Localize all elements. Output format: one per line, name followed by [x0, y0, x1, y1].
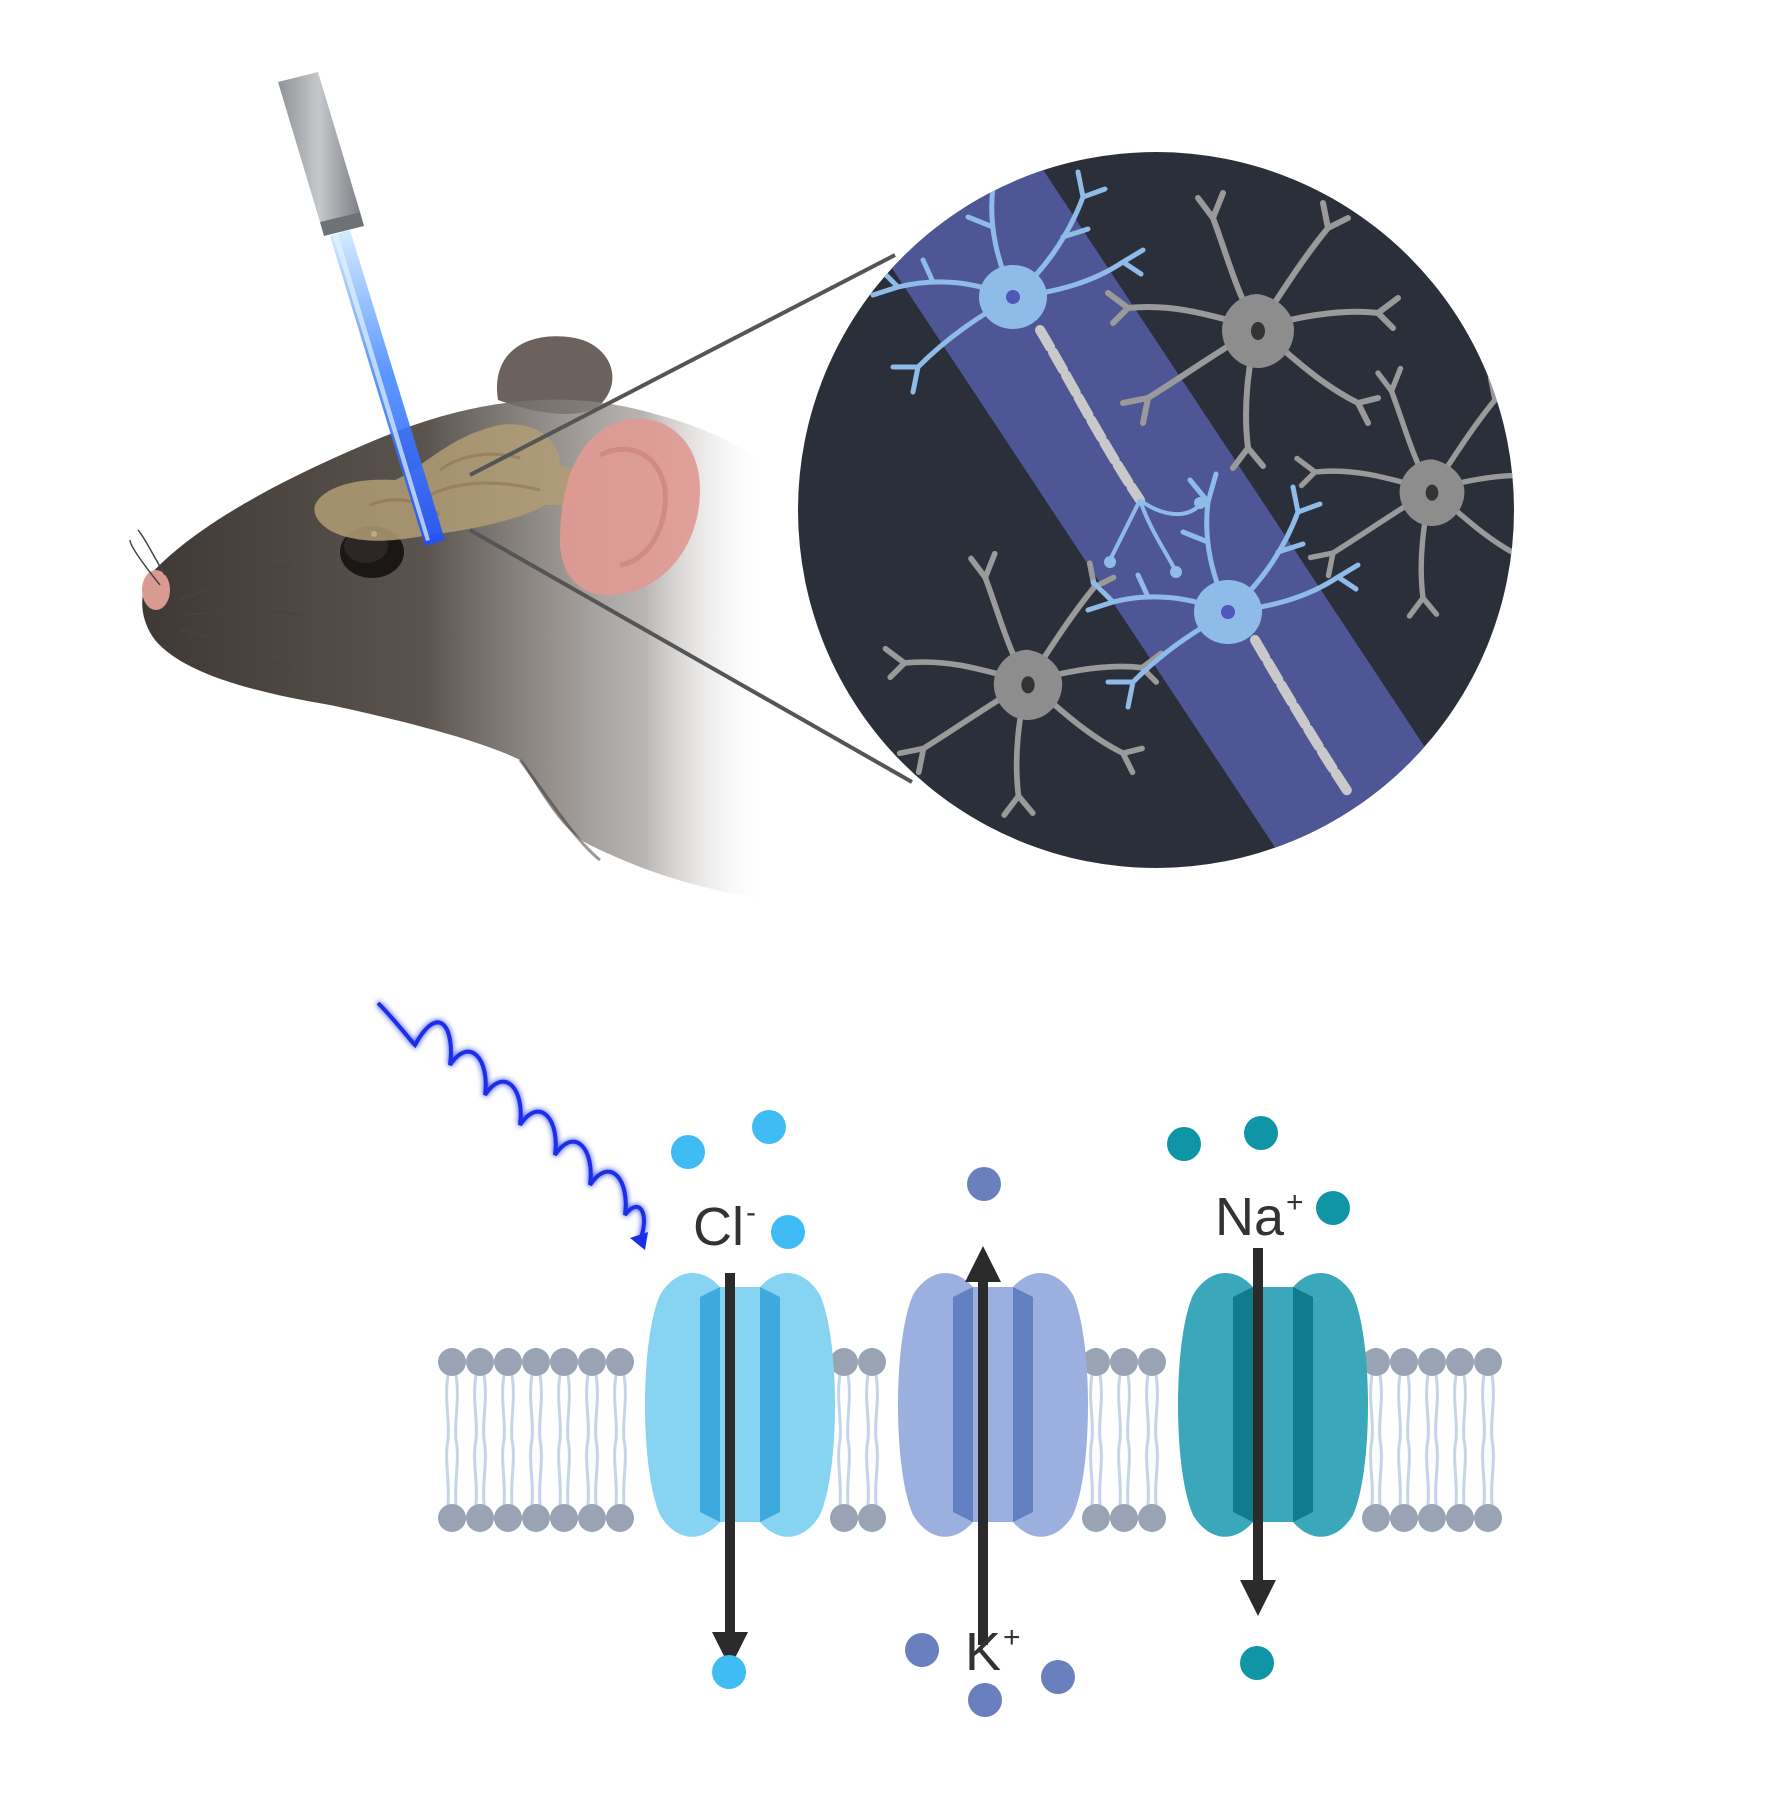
lipid-head — [466, 1348, 494, 1376]
chloride-label-charge: - — [746, 1196, 756, 1229]
lipid-head — [522, 1348, 550, 1376]
lipid-head — [858, 1504, 886, 1532]
chloride-ions — [671, 1110, 805, 1689]
axon — [1035, 325, 1355, 800]
sodium-label: Na+ — [1215, 1187, 1304, 1247]
lipid-head — [1474, 1348, 1502, 1376]
mouse-head-icon — [129, 336, 770, 900]
lipid-tail — [473, 1374, 487, 1506]
lipid-head — [550, 1348, 578, 1376]
zoom-line-bottom — [469, 528, 913, 784]
potassium-ions — [905, 1167, 1075, 1717]
lipid-head — [494, 1504, 522, 1532]
chloride-influx-arrow — [712, 1273, 748, 1668]
lipid-head — [606, 1504, 634, 1532]
lipid-head — [1446, 1348, 1474, 1376]
lipid-head — [550, 1504, 578, 1532]
light-wave-icon — [376, 1001, 646, 1241]
potassium-efflux-arrow — [965, 1246, 1001, 1645]
lipid-tail — [1117, 1374, 1131, 1506]
lipid-head — [578, 1504, 606, 1532]
potassium-label-base: K — [965, 1622, 1002, 1682]
sodium-label-charge: + — [1286, 1186, 1304, 1219]
lipid-tail — [557, 1374, 571, 1506]
potassium-label: K+ — [965, 1622, 1021, 1682]
lipid-head — [858, 1348, 886, 1376]
potassium-channel — [898, 1273, 1088, 1537]
lipid-head — [1110, 1348, 1138, 1376]
chloride-label-base: Cl — [693, 1197, 744, 1257]
lipid-head — [578, 1348, 606, 1376]
lipid-head — [494, 1348, 522, 1376]
lipid-tail — [865, 1374, 879, 1506]
lipid-head — [1390, 1504, 1418, 1532]
lipid-head — [830, 1504, 858, 1532]
lipid-head — [438, 1504, 466, 1532]
lipid-head — [830, 1348, 858, 1376]
lipid-head — [1390, 1348, 1418, 1376]
chloride-label: Cl- — [693, 1197, 756, 1257]
chloride-channel — [645, 1273, 835, 1537]
sodium-influx-arrow — [1240, 1248, 1276, 1616]
optical-fiber-icon — [278, 72, 445, 546]
sodium-ions — [1167, 1116, 1350, 1680]
lipid-tail — [529, 1374, 543, 1506]
lipid-tail — [1425, 1374, 1439, 1506]
lipid-head — [1418, 1348, 1446, 1376]
lipid-tail — [1089, 1374, 1103, 1506]
lipid-head — [1362, 1348, 1390, 1376]
lipid-tail — [613, 1374, 627, 1506]
lipid-tail — [585, 1374, 599, 1506]
lipid-head — [466, 1504, 494, 1532]
brain-tissue-inset — [798, 152, 1514, 868]
lipid-head — [438, 1348, 466, 1376]
lipid-tail — [1481, 1374, 1495, 1506]
lipid-tail — [837, 1374, 851, 1506]
ear-icon — [560, 418, 700, 596]
lipid-head — [1446, 1504, 1474, 1532]
lipid-head — [1418, 1504, 1446, 1532]
lipid-head — [522, 1504, 550, 1532]
sodium-channel — [1178, 1273, 1368, 1537]
zoom-line-top — [469, 253, 896, 477]
lipid-tail — [501, 1374, 515, 1506]
lipid-tail — [1397, 1374, 1411, 1506]
lipid-bilayer-icon — [438, 1348, 1502, 1532]
brain-icon — [314, 424, 596, 541]
lipid-head — [1474, 1504, 1502, 1532]
potassium-label-charge: + — [1003, 1621, 1021, 1654]
lipid-head — [1362, 1504, 1390, 1532]
lipid-tail — [445, 1374, 459, 1506]
lipid-head — [1138, 1348, 1166, 1376]
lipid-head — [606, 1348, 634, 1376]
sodium-label-base: Na — [1215, 1187, 1285, 1247]
lipid-head — [1082, 1348, 1110, 1376]
lipid-tail — [1453, 1374, 1467, 1506]
lipid-tail — [1145, 1374, 1159, 1506]
lipid-head — [1082, 1504, 1110, 1532]
lipid-tail — [1369, 1374, 1383, 1506]
lipid-head — [1138, 1504, 1166, 1532]
lipid-head — [1110, 1504, 1138, 1532]
